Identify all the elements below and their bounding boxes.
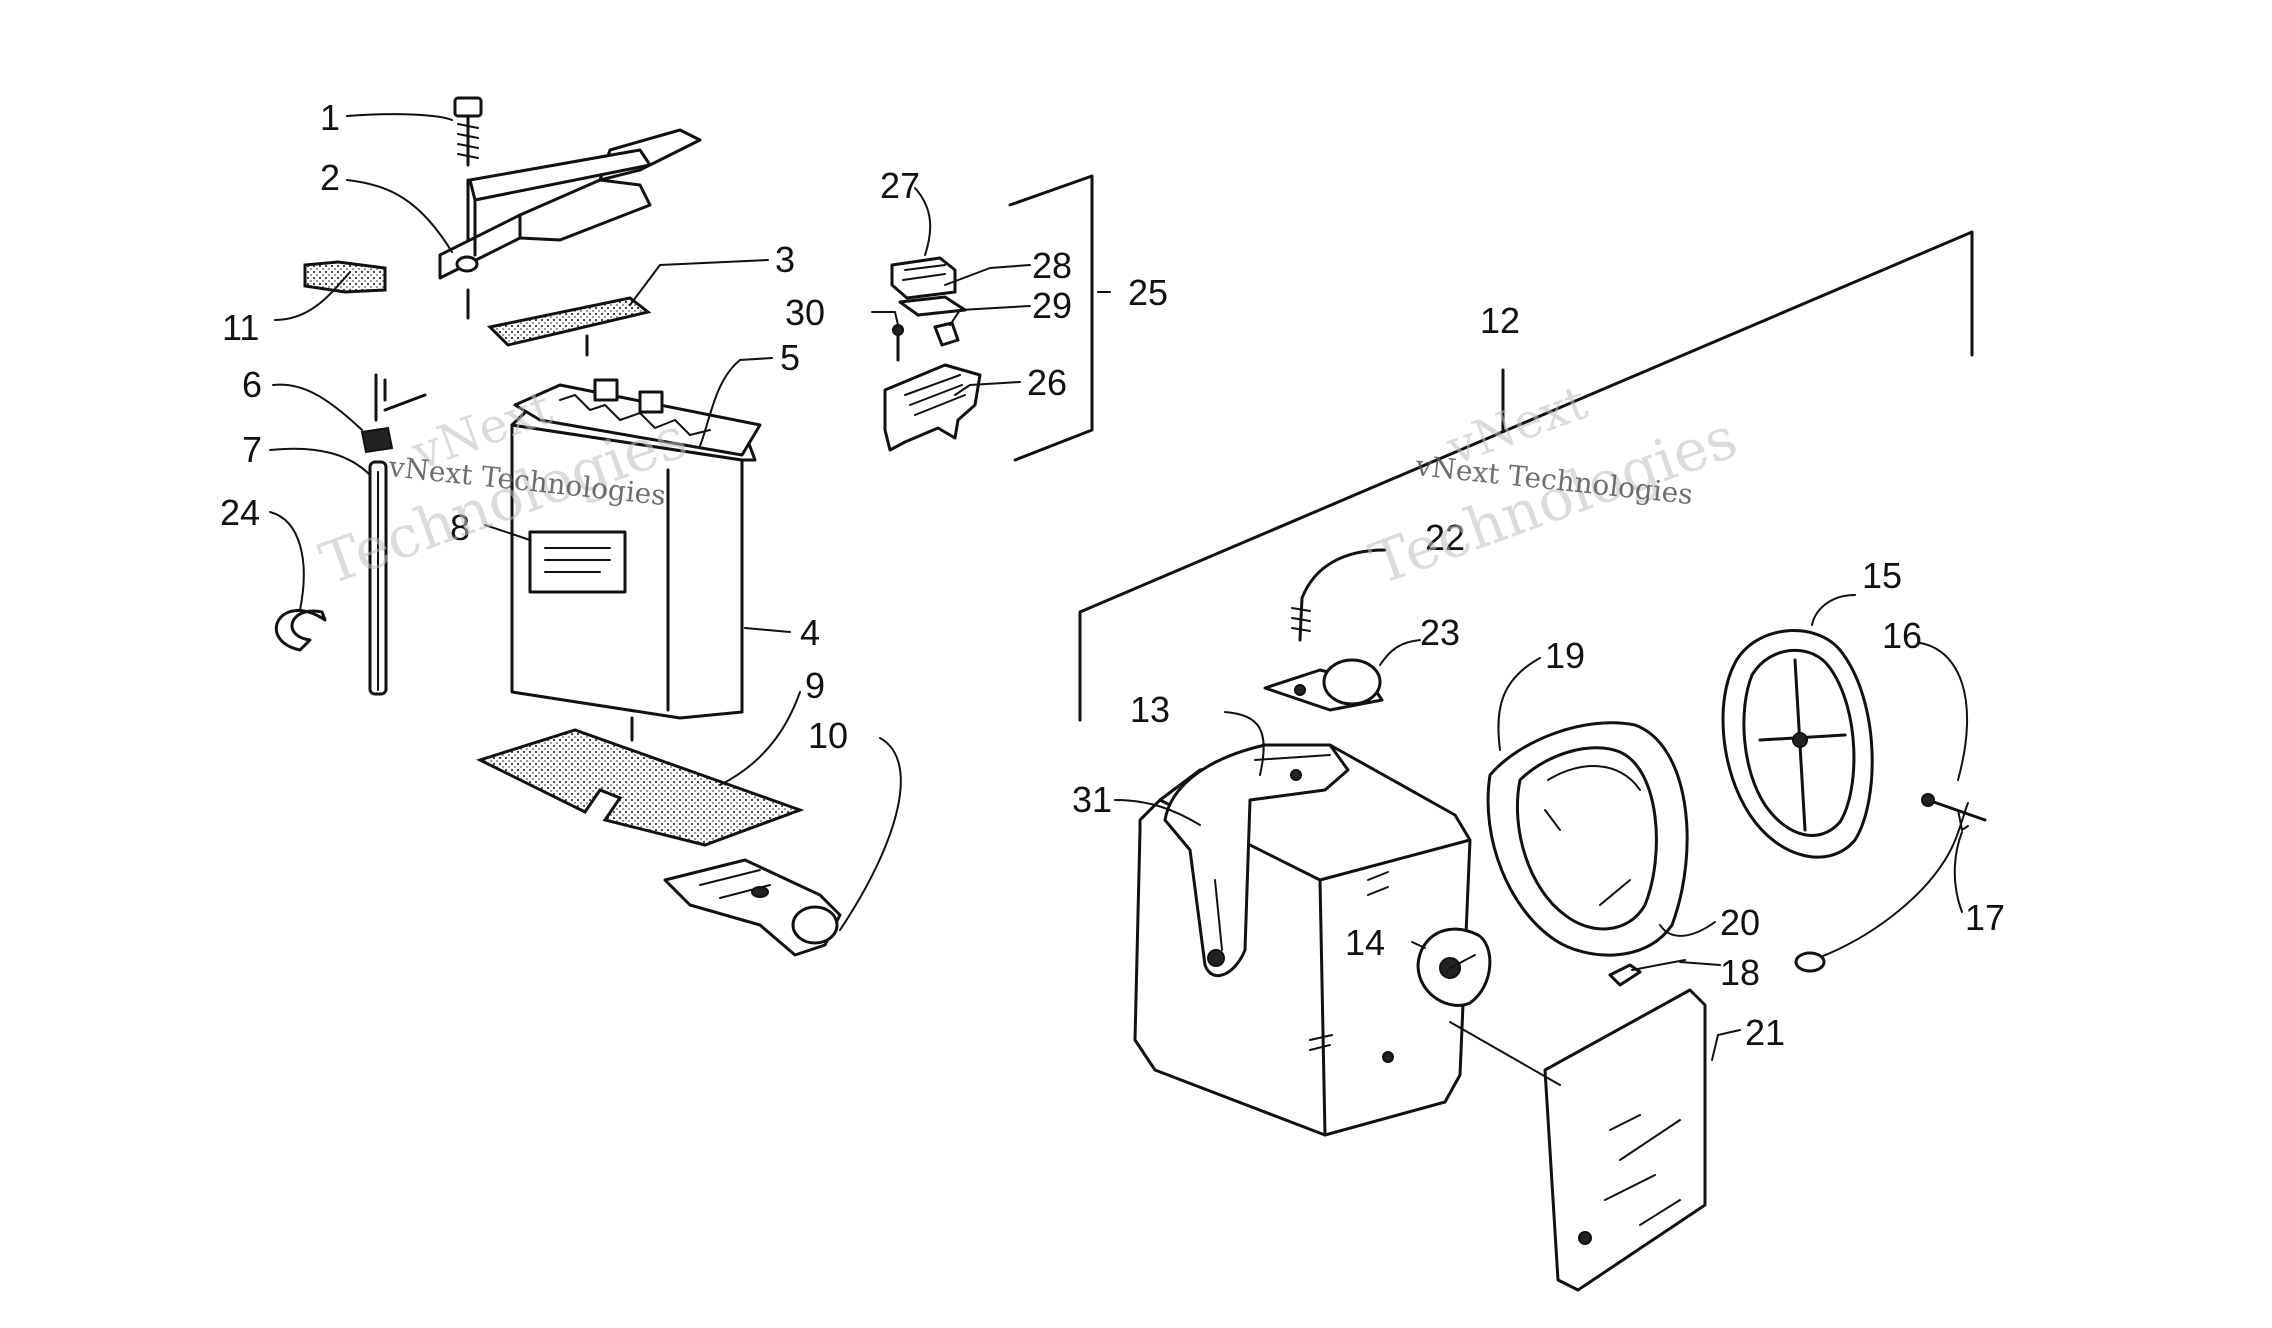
callout-1: 1 <box>320 97 340 138</box>
callout-29: 29 <box>1032 285 1072 326</box>
battery-group <box>274 96 842 957</box>
callout-6: 6 <box>242 364 262 405</box>
gasket-ring <box>1486 721 1689 957</box>
callout-16: 16 <box>1882 615 1922 656</box>
callout-numbers: 1 2 3 4 5 6 7 8 9 10 11 12 13 14 15 16 1… <box>220 97 2005 1053</box>
callout-2: 2 <box>320 157 340 198</box>
callout-3: 3 <box>775 239 795 280</box>
callout-10: 10 <box>808 715 848 756</box>
fuse-group <box>883 174 1094 462</box>
lid-part <box>1721 629 1874 859</box>
callout-13: 13 <box>1130 689 1170 730</box>
callout-14: 14 <box>1345 922 1385 963</box>
callout-5: 5 <box>780 337 800 378</box>
callout-18: 18 <box>1720 952 1760 993</box>
callout-21: 21 <box>1745 1012 1785 1053</box>
toolbox-group <box>1078 230 1987 1292</box>
toolbox-strap <box>1163 743 1350 978</box>
callout-12: 12 <box>1480 300 1520 341</box>
callout-25: 25 <box>1128 272 1168 313</box>
callout-11: 11 <box>222 307 259 348</box>
callout-17: 17 <box>1965 897 2005 938</box>
cover-screw <box>1291 548 1387 642</box>
guide-lines-left <box>383 334 589 412</box>
top-pad <box>486 296 652 347</box>
callout-4: 4 <box>800 612 820 653</box>
leader-lines <box>269 113 1969 1061</box>
tether-cable <box>1794 793 1987 973</box>
callout-23: 23 <box>1420 612 1460 653</box>
battery-part <box>510 378 762 720</box>
callout-20: 20 <box>1720 902 1760 943</box>
callout-7: 7 <box>242 429 262 470</box>
bottom-pad <box>475 728 805 847</box>
group-bracket-12 <box>1078 230 1974 722</box>
bolt-part <box>453 96 483 242</box>
vent-rod <box>360 373 394 696</box>
hold-down-bracket <box>438 128 702 320</box>
terminal-boot <box>663 858 842 957</box>
callout-30: 30 <box>785 292 825 333</box>
callout-31: 31 <box>1072 779 1112 820</box>
clip-ring <box>274 609 327 652</box>
callout-8: 8 <box>450 507 470 548</box>
watermark-right: vNext Technologies vNext Technologies <box>1362 374 1746 598</box>
callout-27: 27 <box>880 165 920 206</box>
callout-26: 26 <box>1027 362 1067 403</box>
callout-22: 22 <box>1425 517 1465 558</box>
callout-19: 19 <box>1545 635 1585 676</box>
group-bracket-25 <box>1008 174 1094 462</box>
fastener-18 <box>1608 963 1642 987</box>
callout-9: 9 <box>805 665 825 706</box>
window-panel <box>1449 988 1707 1292</box>
callout-28: 28 <box>1032 245 1072 286</box>
callout-24: 24 <box>220 492 260 533</box>
callout-15: 15 <box>1862 555 1902 596</box>
